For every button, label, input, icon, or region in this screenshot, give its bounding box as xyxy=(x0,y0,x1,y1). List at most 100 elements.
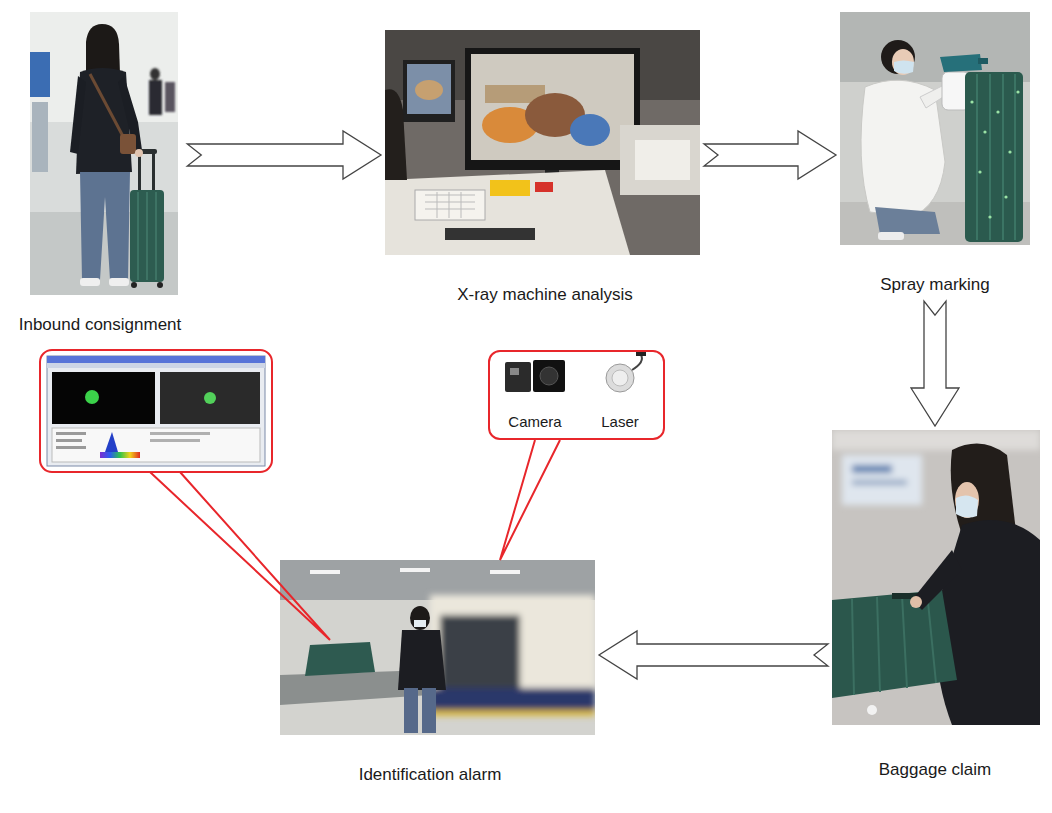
software-screenshot xyxy=(47,363,265,368)
spray-photo xyxy=(894,61,914,74)
consignment-photo xyxy=(131,282,137,288)
software-screenshot xyxy=(52,372,155,424)
software-screenshot xyxy=(150,439,200,442)
alarm-photo xyxy=(404,688,418,733)
xray-photo xyxy=(425,192,475,218)
alarm-photo xyxy=(305,642,375,676)
camera-laser-icons xyxy=(540,367,558,385)
camera-laser-icons xyxy=(510,368,519,375)
claim-photo xyxy=(842,455,922,505)
consignment-photo xyxy=(109,278,129,286)
alarm-photo xyxy=(400,568,430,572)
consignment-photo xyxy=(70,76,86,154)
claim-photo xyxy=(852,465,892,473)
xray-photo xyxy=(620,125,700,195)
consignment-photo xyxy=(90,74,126,142)
software-screenshot xyxy=(204,392,216,404)
spray-photo xyxy=(940,54,982,72)
step-caption: Baggage claim xyxy=(879,760,991,779)
claim-photo xyxy=(832,430,1040,450)
text-slot: Inbound consignment xyxy=(19,315,182,335)
text-slot: Laser xyxy=(601,412,639,431)
spray-photo xyxy=(1004,195,1007,198)
consignment-photo xyxy=(30,12,178,295)
spray-photo xyxy=(983,130,986,133)
xray-photo xyxy=(570,114,610,146)
flow-arrow xyxy=(704,131,836,179)
consignment-photo xyxy=(135,149,143,157)
spray-photo xyxy=(978,58,988,64)
software-screenshot xyxy=(56,439,82,442)
consignment-photo xyxy=(30,12,178,295)
xray-photo xyxy=(385,170,630,255)
spray-photo xyxy=(878,232,904,240)
claim-photo xyxy=(852,480,907,485)
software-screenshot xyxy=(160,372,260,424)
alarm-photo xyxy=(280,560,595,735)
software-screenshot xyxy=(47,356,265,466)
software-screenshot xyxy=(85,390,99,404)
xray-photo xyxy=(635,140,690,180)
step-caption: Inbound consignment xyxy=(19,315,182,334)
photo-panel: Inbound consignment xyxy=(17,12,184,337)
xray-photo xyxy=(445,228,535,240)
consignment-photo xyxy=(80,172,130,280)
alarm-photo xyxy=(430,595,595,716)
spray-photo xyxy=(840,12,1030,245)
xray-photo xyxy=(415,80,443,100)
spray-photo xyxy=(978,170,981,173)
spray-photo xyxy=(970,90,1019,218)
step-caption: Identification alarm xyxy=(359,765,502,784)
spray-photo xyxy=(988,215,991,218)
xray-photo xyxy=(385,30,700,255)
leader-line xyxy=(500,440,560,560)
alarm-photo xyxy=(422,688,436,733)
software-screenshot xyxy=(40,350,330,640)
spray-photo xyxy=(875,207,940,234)
spray-photo xyxy=(840,12,1030,245)
spray-photo xyxy=(881,40,915,74)
alarm-photo xyxy=(430,710,595,716)
xray-photo xyxy=(415,190,485,220)
consignment-photo xyxy=(130,190,164,282)
alarm-photo xyxy=(310,570,340,574)
spray-photo xyxy=(892,49,914,75)
software-screenshot xyxy=(40,350,272,472)
camera-laser-icons xyxy=(606,364,634,392)
camera-laser-icons xyxy=(533,360,565,392)
step-caption: X-ray machine analysis xyxy=(457,285,633,304)
software-screenshot xyxy=(52,428,260,462)
xray-photo xyxy=(490,180,530,196)
claim-photo xyxy=(910,596,922,608)
flow-arrow xyxy=(599,631,828,679)
callout-box: Camera Laser xyxy=(488,350,665,440)
consignment-photo xyxy=(30,52,50,97)
xray-photo xyxy=(385,30,700,255)
software-screenshot xyxy=(150,472,330,640)
claim-photo xyxy=(832,430,1040,725)
claim-photo xyxy=(832,430,1040,725)
consignment-photo xyxy=(30,12,178,295)
text-slot: Identification alarm xyxy=(359,765,502,785)
alarm-photo xyxy=(398,630,446,690)
alarm-photo xyxy=(280,560,595,735)
flow-arrow xyxy=(911,301,959,426)
photo-panel: Identification alarm xyxy=(280,560,595,787)
software-screenshot xyxy=(105,432,118,452)
component-label: Laser xyxy=(601,413,639,430)
photo-panel: Spray marking xyxy=(840,12,1030,297)
software-screenshot xyxy=(56,432,86,435)
xray-photo xyxy=(403,60,455,122)
consignment-photo xyxy=(149,68,175,115)
consignment-photo xyxy=(165,82,175,112)
camera-laser-icons xyxy=(505,362,531,392)
spray-photo xyxy=(970,100,973,103)
consignment-photo xyxy=(120,134,136,154)
claim-photo xyxy=(956,495,978,517)
xray-photo xyxy=(407,64,451,114)
text-slot: Camera xyxy=(508,412,561,431)
alarm-photo xyxy=(280,560,595,735)
